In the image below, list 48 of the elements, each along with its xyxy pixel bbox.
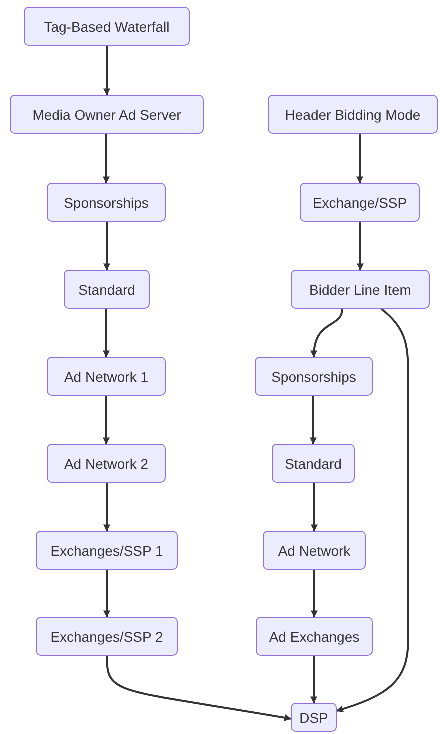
process-box: [24, 7, 190, 46]
node-label: Sponsorships: [64, 194, 149, 210]
node-label: Standard: [78, 282, 136, 298]
process-box: [36, 617, 178, 656]
node-label: Bidder Line Item: [310, 282, 412, 298]
arrow: [311, 570, 318, 618]
node-label: Ad Network 2: [64, 456, 149, 472]
node-label: Ad Network: [278, 542, 351, 558]
arrow: [311, 483, 318, 532]
node-label: Exchanges/SSP 1: [50, 542, 164, 558]
process-box: [47, 357, 166, 396]
process-box: [256, 617, 373, 656]
process-box: [47, 444, 166, 483]
node-label: Standard: [285, 456, 342, 472]
arrow: [310, 308, 344, 358]
arrow: [336, 308, 410, 712]
arrow: [104, 483, 110, 532]
arrow: [310, 656, 318, 704]
arrow: [356, 134, 364, 184]
process-box: [300, 183, 420, 222]
process-box: [255, 357, 373, 396]
arrow: [310, 396, 317, 445]
arrow: [106, 656, 292, 722]
arrow: [103, 396, 110, 445]
node-label: Sponsorships: [272, 368, 356, 384]
arrow: [357, 222, 364, 271]
node-label: Ad Exchanges: [269, 628, 360, 644]
node-label: Exchange/SSP: [312, 194, 408, 210]
process-box: [268, 95, 438, 134]
process-box: [291, 270, 430, 309]
process-box: [47, 183, 166, 222]
node-label: Media Owner Ad Server: [32, 106, 182, 122]
node-label: Exchanges/SSP 2: [50, 628, 164, 644]
arrow: [103, 309, 110, 358]
node-label: Ad Network 1: [64, 368, 149, 384]
process-box: [36, 531, 178, 570]
arrow: [104, 570, 110, 618]
node-label: DSP: [300, 710, 328, 726]
process-box: [291, 703, 337, 732]
arrow: [104, 46, 110, 96]
process-box: [263, 531, 366, 570]
arrow: [104, 222, 110, 271]
arrow: [103, 134, 110, 184]
node-label: Header Bidding Mode: [285, 106, 421, 122]
node-label: Tag-Based Waterfall: [44, 18, 170, 34]
process-box: [64, 270, 150, 309]
process-box: [272, 444, 355, 483]
process-box: [10, 95, 204, 134]
